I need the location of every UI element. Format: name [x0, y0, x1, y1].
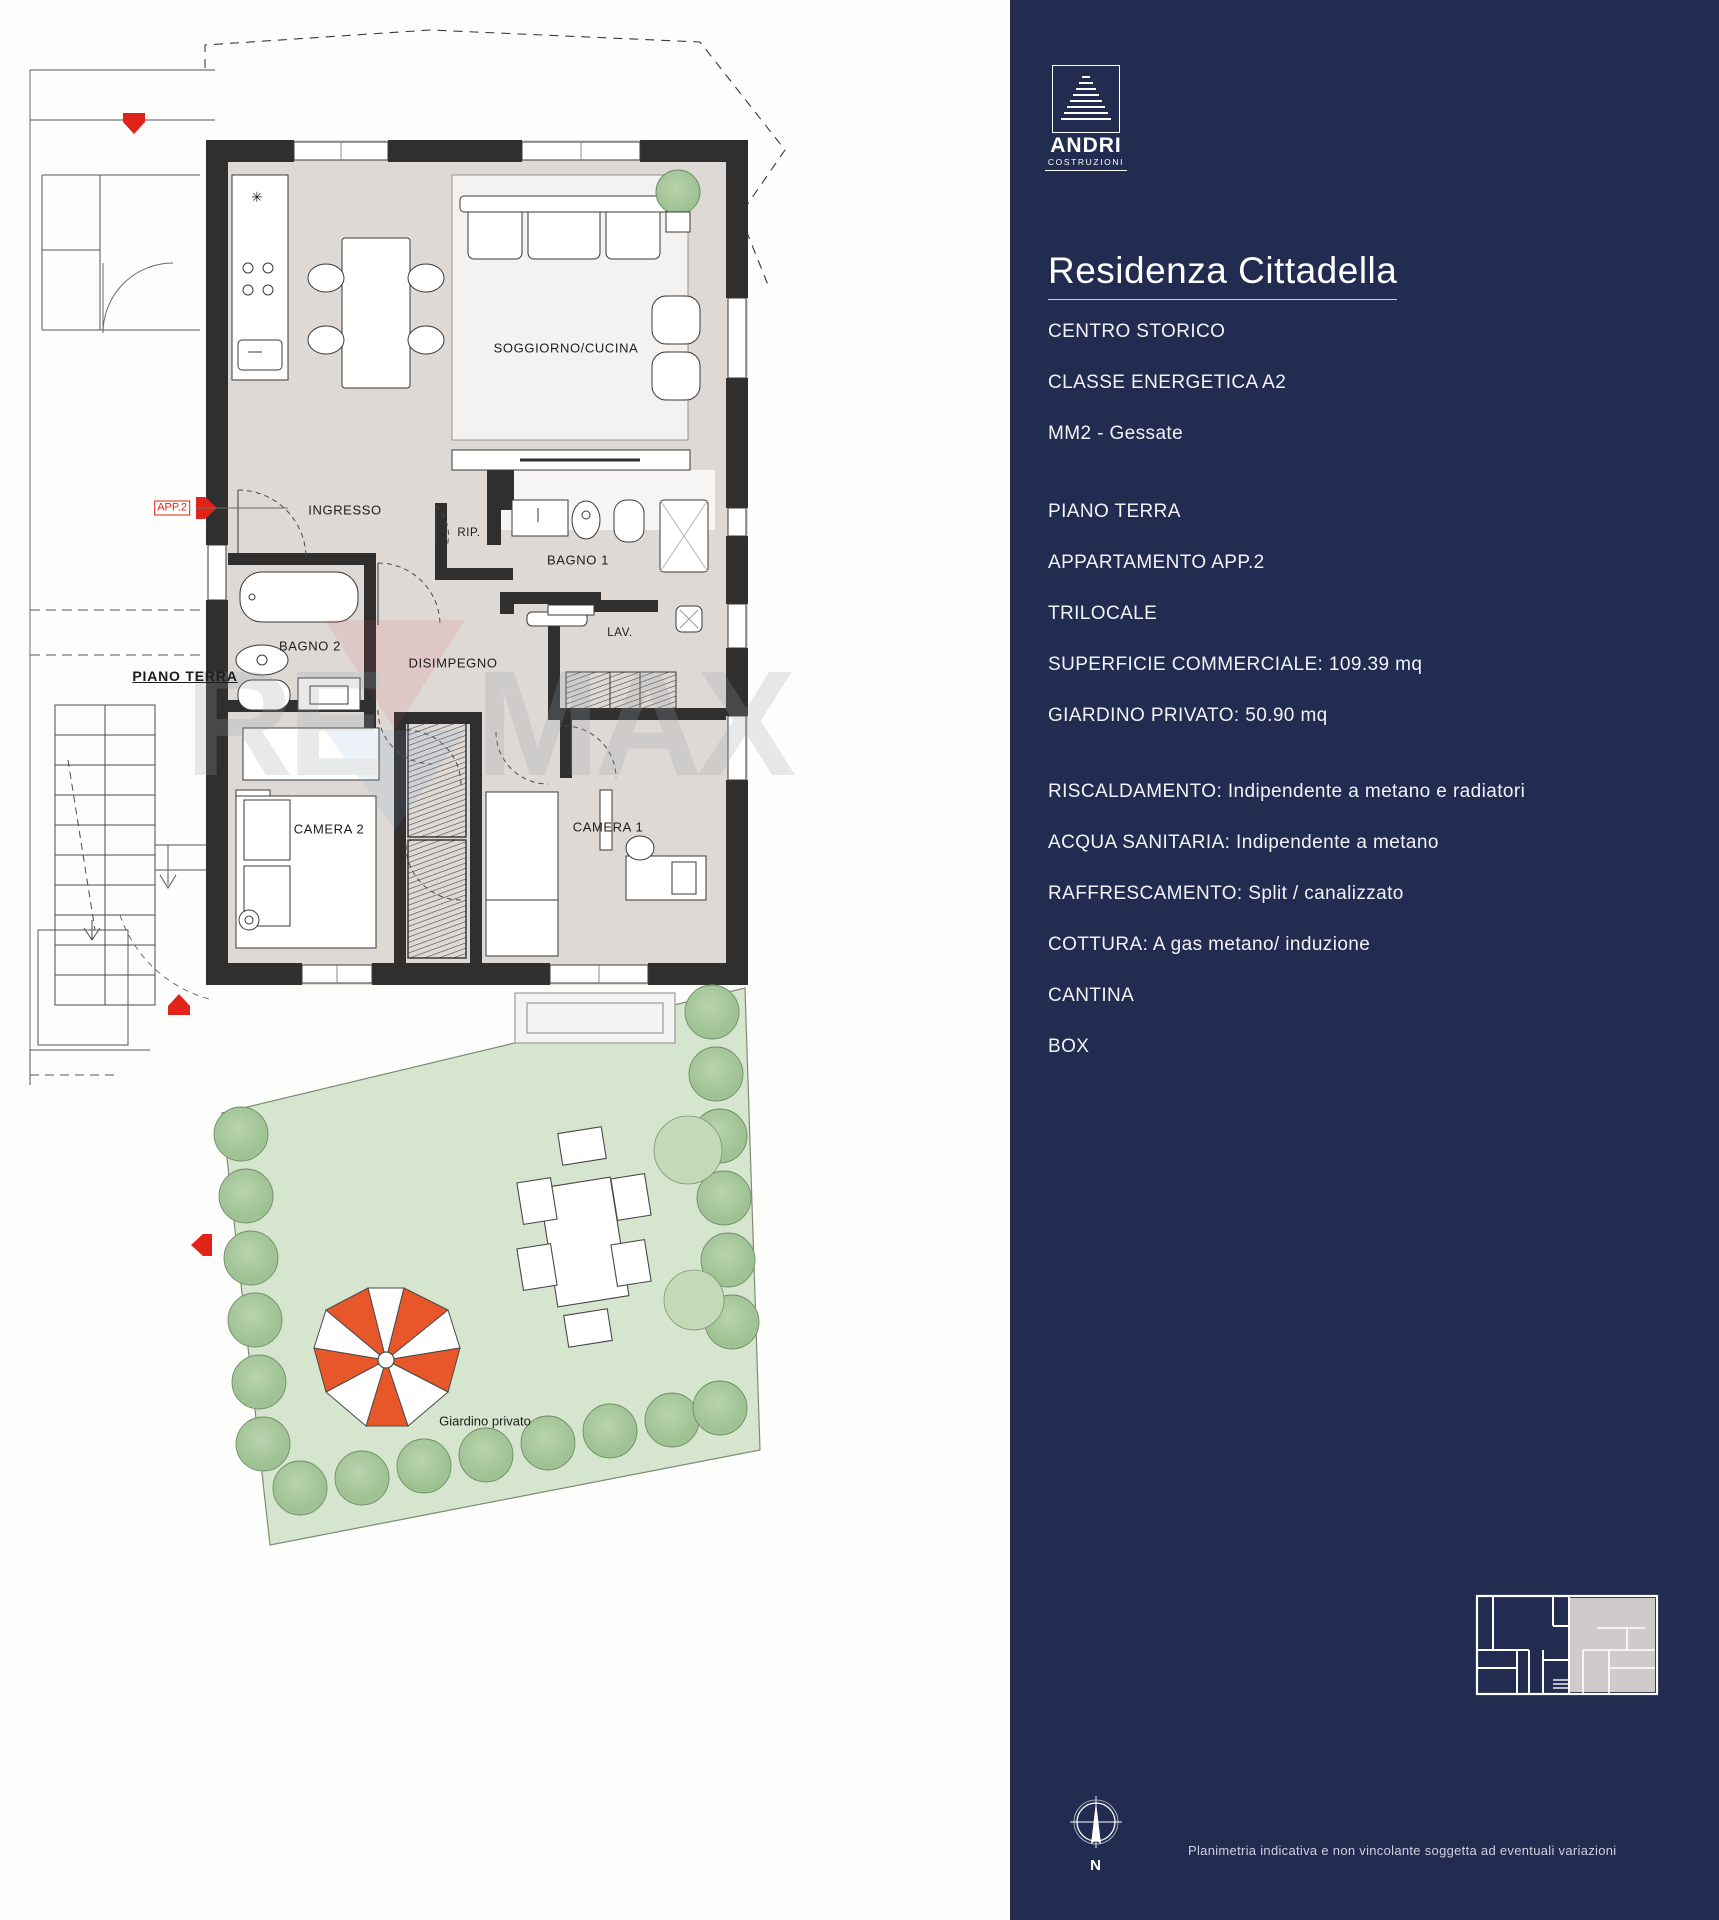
spec-item: BOX	[1048, 1036, 1090, 1057]
spec-item: CLASSE ENERGETICA A2	[1048, 372, 1287, 393]
spec-group-location: CENTRO STORICO CLASSE ENERGETICA A2 MM2 …	[1048, 320, 1688, 473]
room-label-soggiorno-cucina: SOGGIORNO/CUCINA	[493, 340, 639, 356]
room-label-camera-1: CAMERA 1	[572, 819, 644, 835]
plan-floor-label: PIANO TERRA	[132, 668, 238, 684]
logo-wordmark: ANDRI	[1050, 134, 1122, 157]
andri-logo: ANDRI COSTRUZIONI	[1045, 65, 1127, 171]
spec-item: SUPERFICIE COMMERCIALE: 109.39 mq	[1048, 654, 1423, 675]
room-label-ingresso: INGRESSO	[308, 502, 382, 518]
spec-item: RISCALDAMENTO: Indipendente a metano e r…	[1048, 781, 1526, 802]
room-label-camera-2: CAMERA 2	[293, 821, 365, 837]
room-label-ripostiglio: RIP.	[457, 527, 481, 539]
spec-item: APPARTAMENTO APP.2	[1048, 552, 1265, 573]
garden-label: Giardino privato	[439, 1413, 531, 1429]
compass-rose: N	[1065, 1794, 1127, 1874]
room-label-disimpegno: DISIMPEGNO	[408, 655, 498, 671]
page-title: Residenza Cittadella	[1048, 250, 1398, 300]
logo-pyramid-icon	[1052, 65, 1120, 133]
building-key-plan	[1475, 1594, 1659, 1696]
compass-north-label: N	[1090, 1857, 1102, 1874]
spec-item: MM2 - Gessate	[1048, 423, 1184, 444]
spec-item: RAFFRESCAMENTO: Split / canalizzato	[1048, 883, 1404, 904]
spec-item: ACQUA SANITARIA: Indipendente a metano	[1048, 832, 1439, 853]
spec-item: GIARDINO PRIVATO: 50.90 mq	[1048, 705, 1328, 726]
spec-item: CENTRO STORICO	[1048, 321, 1226, 342]
spec-item: PIANO TERRA	[1048, 501, 1181, 522]
room-label-bagno-1: BAGNO 1	[547, 552, 609, 568]
disclaimer-text: Planimetria indicativa e non vincolante …	[1188, 1843, 1617, 1858]
compass-icon	[1070, 1796, 1122, 1848]
plan-vector-graphic: ✳	[29, 29, 786, 1546]
floor-plan-drawing: ✳	[29, 29, 802, 1546]
room-label-bagno-2: BAGNO 2	[279, 638, 341, 654]
spec-item: COTTURA: A gas metano/ induzione	[1048, 934, 1371, 955]
logo-subtitle: COSTRUZIONI	[1045, 157, 1127, 171]
room-label-lavanderia: LAV.	[607, 627, 633, 639]
spec-item: TRILOCALE	[1048, 603, 1158, 624]
svg-text:✳: ✳	[251, 189, 263, 205]
spec-group-unit: PIANO TERRA APPARTAMENTO APP.2 TRILOCALE…	[1048, 500, 1688, 755]
spec-item: CANTINA	[1048, 985, 1135, 1006]
info-sidebar: ANDRI COSTRUZIONI Residenza Cittadella C…	[1010, 0, 1719, 1920]
spec-group-systems: RISCALDAMENTO: Indipendente a metano e r…	[1048, 780, 1688, 1086]
unit-badge-app2: APP.2	[154, 500, 190, 516]
